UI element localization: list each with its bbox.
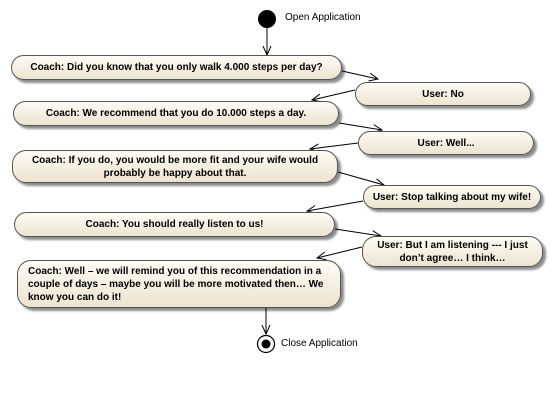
control-flows (266, 28, 384, 334)
initial-node (258, 10, 276, 28)
coach-message-5: Coach: Well – we will remind you of this… (17, 260, 341, 308)
coach-message-1: Coach: Did you know that you only walk 4… (11, 55, 342, 80)
flow-msg4-to-msg5 (310, 142, 359, 149)
flow-msg1-to-msg2 (341, 70, 378, 79)
user-message-4: User: But I am listening --- I just don’… (362, 236, 543, 267)
coach-message-3: Coach: If you do, you would be more fit … (12, 150, 338, 183)
flow-msg6-to-msg7 (307, 200, 364, 211)
final-node-inner (261, 339, 271, 349)
start-label: Open Application (285, 12, 361, 23)
user-message-2: User: Well... (358, 131, 534, 155)
user-message-1: User: No (355, 82, 531, 106)
flow-msg7-to-msg8 (334, 228, 381, 236)
coach-message-4: Coach: You should really listen to us! (14, 212, 335, 237)
flow-msg8-to-msg9 (317, 246, 363, 258)
flow-msg5-to-msg6 (337, 171, 384, 185)
flow-msg3-to-msg4 (338, 122, 382, 130)
user-message-3: User: Stop talking about my wife! (363, 185, 541, 209)
coach-message-2: Coach: We recommend that you do 10.000 s… (13, 101, 339, 126)
flow-msg2-to-msg3 (312, 89, 356, 100)
end-label: Close Application (281, 338, 358, 349)
